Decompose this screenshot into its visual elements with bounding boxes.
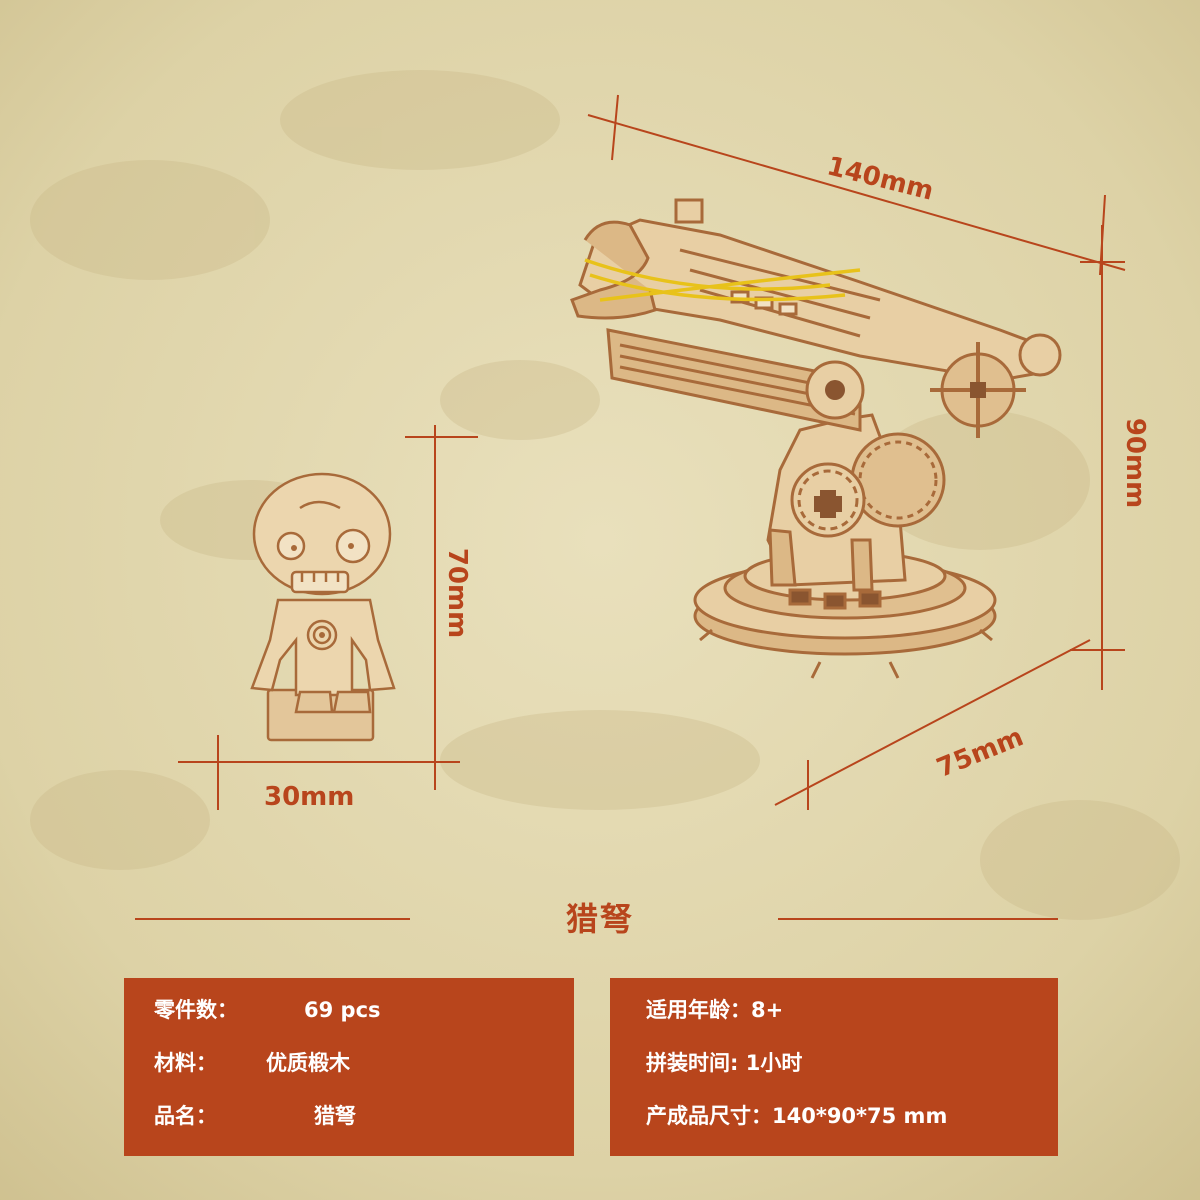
- measurement-lines: [178, 94, 1126, 810]
- spec-label: 零件数：: [154, 998, 238, 1022]
- spec-label: 拼装时间: 1小时: [646, 1051, 803, 1075]
- spec-box-right: 适用年龄：8+ 拼装时间: 1小时 产成品尺寸：140*90*75 mm: [610, 978, 1058, 1156]
- spec-value: 69 pcs: [304, 998, 381, 1022]
- spec-label: 材料：: [154, 1051, 217, 1075]
- spec-row-age: 适用年龄：8+: [646, 992, 1058, 1045]
- dimension-label-height: 90mm: [1120, 417, 1151, 509]
- spec-label: 适用年龄：8+: [646, 998, 784, 1022]
- spec-row-assembly-time: 拼装时间: 1小时: [646, 1045, 1058, 1098]
- title-rule-right: [778, 918, 1058, 920]
- crossbow-model: [570, 198, 1062, 679]
- spec-row-parts: 零件数： 69 pcs: [154, 992, 574, 1045]
- spec-value: 猎弩: [314, 1104, 356, 1128]
- spec-row-material: 材料： 优质椴木: [154, 1045, 574, 1098]
- spec-value: 优质椴木: [266, 1051, 350, 1075]
- spec-box-left: 零件数： 69 pcs 材料： 优质椴木 品名： 猎弩: [124, 978, 574, 1156]
- spec-label: 产成品尺寸：140*90*75 mm: [646, 1104, 948, 1128]
- zombie-figure: [250, 472, 396, 742]
- product-title: 猎弩: [565, 900, 634, 938]
- dimension-label-figure-height: 70mm: [442, 547, 473, 639]
- dimension-label-figure-width: 30mm: [264, 782, 355, 812]
- spec-label: 品名：: [154, 1104, 217, 1128]
- spec-row-name: 品名： 猎弩: [154, 1098, 574, 1151]
- spec-row-size: 产成品尺寸：140*90*75 mm: [646, 1098, 1058, 1151]
- title-rule-left: [135, 918, 410, 920]
